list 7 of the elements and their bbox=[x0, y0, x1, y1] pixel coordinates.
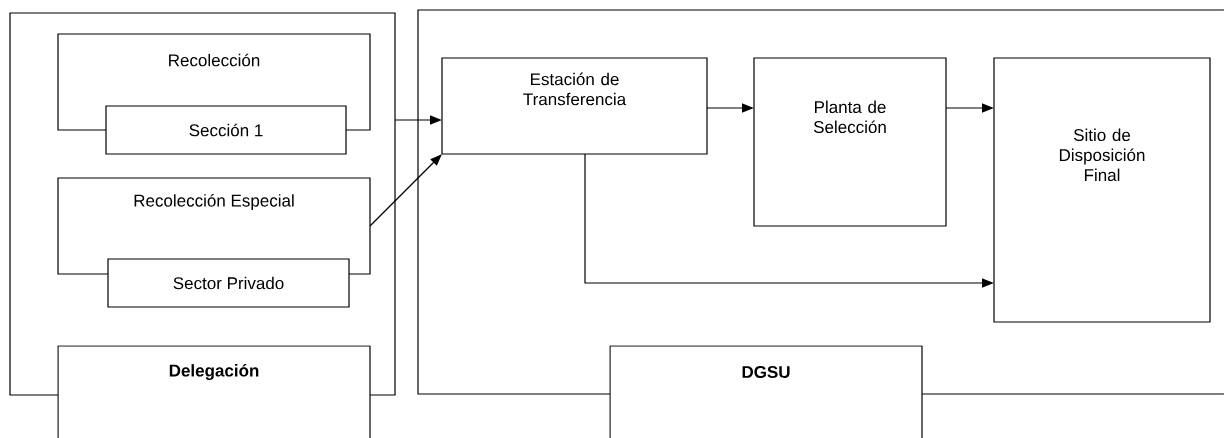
process-box: Planta de Selección bbox=[753, 57, 947, 227]
arrow bbox=[369, 154, 442, 227]
process-box: Recolección Sección 1 bbox=[57, 33, 371, 155]
process-box: Estación de Transferencia bbox=[441, 57, 708, 155]
process-box: Sitio de Disposición Final bbox=[993, 57, 1211, 323]
process-box: Recolección Especial Sector Privado bbox=[57, 177, 371, 308]
node-label: Sector Privado bbox=[173, 276, 284, 290]
